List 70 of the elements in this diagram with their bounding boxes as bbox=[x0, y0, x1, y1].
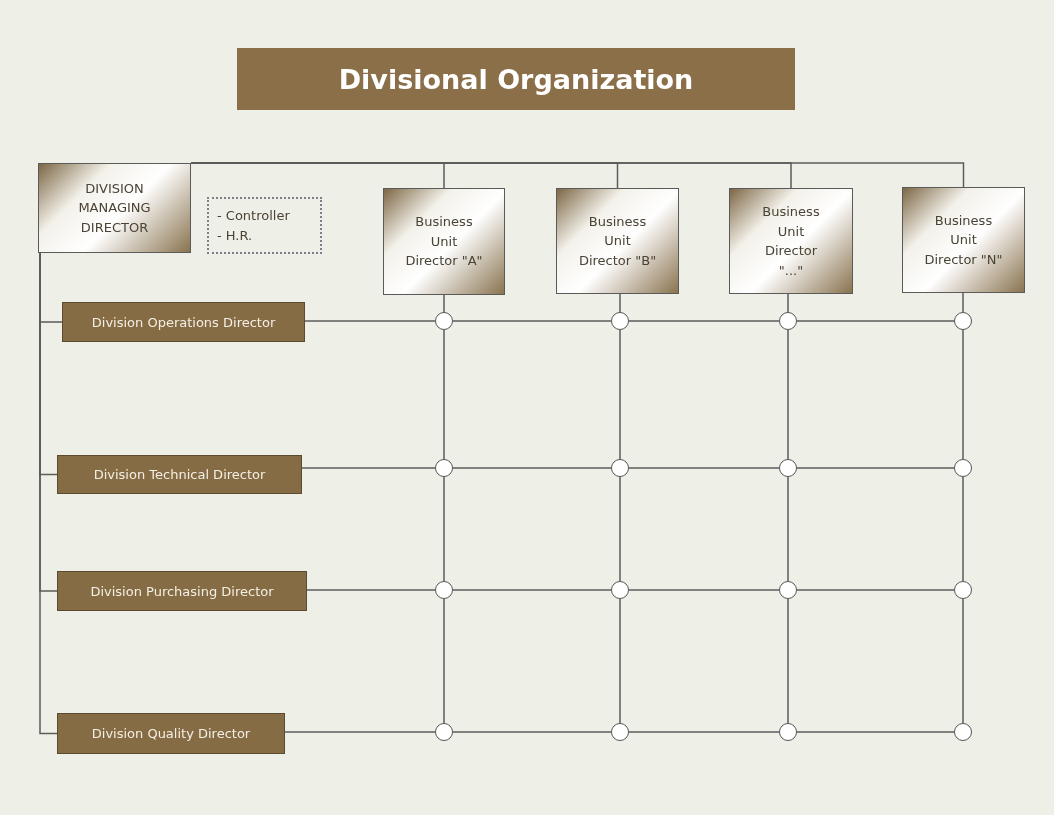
director-box bbox=[38, 163, 191, 253]
circle-node bbox=[779, 581, 797, 599]
connector-line bbox=[796, 320, 955, 322]
circle-node bbox=[954, 459, 972, 477]
connector-line bbox=[284, 731, 436, 733]
node-label: Division Technical Director bbox=[93, 467, 266, 482]
director-box bbox=[57, 571, 307, 611]
circle-node bbox=[779, 723, 797, 741]
node-label: - H.R. bbox=[217, 226, 253, 245]
connector-line bbox=[619, 476, 621, 582]
connector-line bbox=[452, 467, 612, 469]
connector-line bbox=[962, 329, 964, 460]
staff-box bbox=[207, 197, 322, 254]
title-banner: Divisional Organization bbox=[237, 48, 795, 110]
connector-line bbox=[452, 589, 612, 591]
circle-node bbox=[954, 312, 972, 330]
connector-line bbox=[962, 476, 964, 582]
circle-node bbox=[779, 459, 797, 477]
connector-line bbox=[787, 598, 789, 724]
connector-line bbox=[443, 329, 445, 460]
circle-node bbox=[435, 312, 453, 330]
node-label: - Controller bbox=[217, 207, 290, 225]
circle-node bbox=[435, 459, 453, 477]
circle-node bbox=[611, 312, 629, 330]
node-label: Business Unit Director "..." bbox=[761, 203, 821, 280]
connector-line bbox=[787, 476, 789, 582]
connector-line bbox=[452, 320, 612, 322]
director-box bbox=[383, 188, 505, 295]
connector-line bbox=[787, 329, 789, 460]
connector-line bbox=[796, 731, 955, 733]
connector-line bbox=[619, 293, 621, 313]
connector-line bbox=[452, 731, 612, 733]
connector-line bbox=[628, 731, 780, 733]
connector-line bbox=[628, 320, 780, 322]
connector-line bbox=[619, 598, 621, 724]
director-box bbox=[57, 455, 302, 494]
connector-line bbox=[628, 467, 780, 469]
director-box bbox=[57, 713, 285, 754]
node-label: Business Unit Director "B" bbox=[577, 212, 658, 270]
node-label: Division Purchasing Director bbox=[90, 583, 274, 599]
circle-node bbox=[954, 723, 972, 741]
director-box bbox=[902, 187, 1025, 293]
connector-line bbox=[796, 467, 955, 469]
connector-line bbox=[443, 598, 445, 724]
node-label: DIVISION MANAGING DIRECTOR bbox=[77, 179, 152, 237]
connector-line bbox=[962, 292, 964, 313]
connector-line bbox=[306, 589, 436, 591]
circle-node bbox=[435, 581, 453, 599]
circle-node bbox=[611, 459, 629, 477]
connector-line bbox=[619, 329, 621, 460]
director-box bbox=[729, 188, 853, 294]
node-label: Division Quality Director bbox=[91, 726, 251, 741]
circle-node bbox=[611, 581, 629, 599]
circle-node bbox=[435, 723, 453, 741]
connector-line bbox=[301, 467, 436, 469]
node-label: Business Unit Director "A" bbox=[404, 213, 484, 271]
director-box bbox=[62, 302, 305, 342]
connector-line bbox=[628, 589, 780, 591]
node-label: Business Unit Director "N" bbox=[923, 211, 1004, 269]
director-box bbox=[556, 188, 679, 294]
node-label: Division Operations Director bbox=[91, 314, 276, 330]
circle-node bbox=[611, 723, 629, 741]
connector-line bbox=[304, 320, 436, 322]
connector-line bbox=[787, 293, 789, 313]
connector-line bbox=[443, 476, 445, 582]
circle-node bbox=[779, 312, 797, 330]
connector-line bbox=[962, 598, 964, 724]
connector-line bbox=[796, 589, 955, 591]
circle-node bbox=[954, 581, 972, 599]
connector-line bbox=[443, 294, 445, 313]
